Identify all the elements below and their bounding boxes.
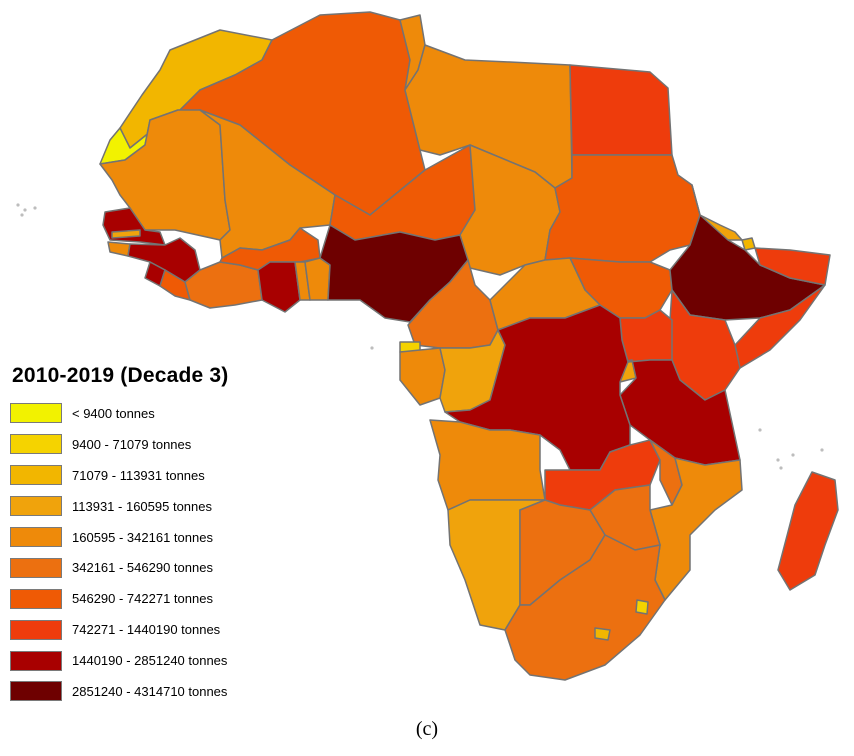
legend-label: 71079 - 113931 tonnes — [72, 467, 205, 483]
island-dot — [23, 208, 27, 212]
legend-label: 342161 - 546290 tonnes — [72, 560, 213, 576]
country-ghana — [257, 261, 301, 313]
country-gambia — [111, 229, 141, 239]
country-lesotho — [594, 627, 611, 641]
map-legend: 2010-2019 (Decade 3) < 9400 tonnes 9400 … — [10, 364, 340, 707]
legend-item: 742271 - 1440190 tonnes — [10, 614, 340, 645]
africa-choropleth-map — [16, 11, 839, 681]
country-eswatini — [635, 599, 649, 615]
island-dot — [776, 458, 780, 462]
figure-caption: (c) — [415, 718, 439, 740]
legend-label: 546290 - 742271 tonnes — [72, 591, 213, 607]
legend-item: 1440190 - 2851240 tonnes — [10, 645, 340, 676]
legend-swatch — [10, 650, 62, 671]
legend-label: 160595 - 342161 tonnes — [72, 529, 213, 545]
legend-items: < 9400 tonnes 9400 - 71079 tonnes 71079 … — [10, 398, 340, 707]
legend-swatch — [10, 434, 62, 455]
legend-swatch — [10, 557, 62, 578]
island-dot — [758, 428, 762, 432]
island-dot — [16, 203, 20, 207]
legend-swatch — [10, 588, 62, 609]
island-dot — [820, 448, 824, 452]
legend-label: 1440190 - 2851240 tonnes — [72, 653, 228, 669]
island-dot — [370, 346, 374, 350]
legend-item: 9400 - 71079 tonnes — [10, 429, 340, 460]
legend-swatch — [10, 527, 62, 547]
island-dot — [33, 206, 37, 210]
legend-label: 2851240 - 4314710 tonnes — [72, 683, 228, 699]
legend-title: 2010-2019 (Decade 3) — [12, 364, 229, 387]
country-south-africa — [504, 534, 666, 681]
legend-swatch — [10, 681, 62, 702]
island-dot — [791, 453, 795, 457]
island-dot — [20, 213, 24, 217]
country-uganda — [619, 309, 673, 363]
country-djibouti — [741, 237, 756, 251]
legend-label: 9400 - 71079 tonnes — [72, 436, 192, 452]
country-gabon — [399, 347, 446, 406]
country-egypt — [569, 64, 673, 156]
island-dot — [779, 466, 783, 470]
legend-item: 71079 - 113931 tonnes — [10, 460, 340, 491]
legend-item: 342161 - 546290 tonnes — [10, 552, 340, 583]
legend-label: < 9400 tonnes — [72, 405, 155, 421]
country-mozambique — [649, 457, 743, 601]
legend-swatch — [10, 465, 62, 486]
country-benin — [304, 257, 331, 301]
legend-swatch — [10, 619, 62, 640]
legend-swatch — [10, 496, 62, 517]
legend-item: 2851240 - 4314710 tonnes — [10, 676, 340, 707]
country-guinea-bissau — [107, 241, 131, 257]
legend-swatch — [10, 403, 62, 424]
legend-label: 742271 - 1440190 tonnes — [72, 622, 221, 638]
country-angola — [429, 419, 546, 511]
country-madagascar — [777, 471, 839, 591]
legend-item: < 9400 tonnes — [10, 398, 340, 429]
legend-item: 546290 - 742271 tonnes — [10, 583, 340, 614]
legend-label: 113931 - 160595 tonnes — [72, 498, 212, 514]
legend-item: 160595 - 342161 tonnes — [10, 522, 340, 553]
legend-item: 113931 - 160595 tonnes — [10, 491, 340, 522]
